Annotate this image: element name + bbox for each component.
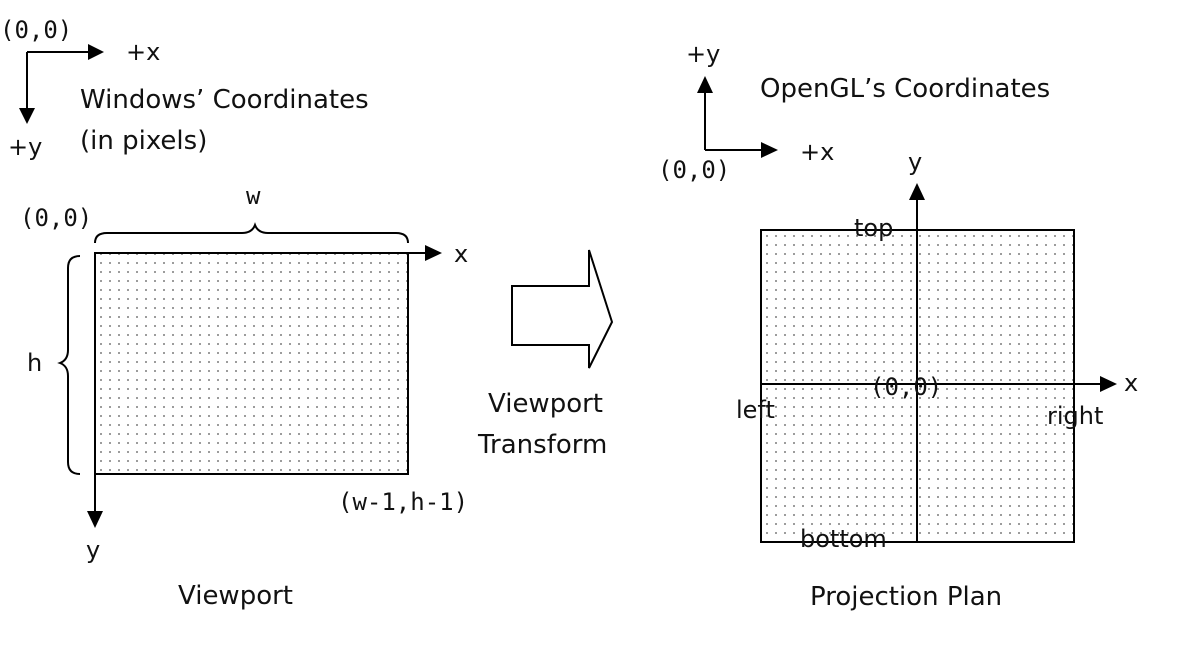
windows-y-arrowhead-icon: [19, 108, 35, 124]
windows-title-line2: (in pixels): [80, 126, 207, 156]
opengl-x-label: +x: [800, 138, 834, 166]
windows-coordinates-legend: (0,0) +x +y Windows’ Coordinates (in pix…: [0, 16, 369, 161]
projection-x-axis-label: x: [1124, 369, 1138, 397]
projection-y-axis-label: y: [908, 148, 922, 176]
viewport-x-arrowhead-icon: [425, 245, 442, 261]
viewport-height-label: h: [27, 349, 42, 377]
viewport-height-brace: [57, 255, 81, 475]
windows-x-label: +x: [126, 38, 160, 66]
windows-origin-label: (0,0): [0, 16, 72, 44]
viewport-x-axis-label: x: [454, 240, 468, 268]
viewport-caption: Viewport: [178, 581, 293, 611]
projection-y-arrowhead-icon: [909, 183, 925, 200]
viewport-width-brace: [94, 222, 409, 244]
viewport-corner-label: (w-1,h-1): [338, 488, 468, 516]
opengl-x-arrowhead-icon: [761, 142, 778, 158]
projection-right-label: right: [1047, 402, 1103, 430]
projection-caption: Projection Plan: [810, 582, 1002, 612]
windows-x-arrowhead-icon: [88, 44, 104, 60]
viewport-width-label: w: [246, 182, 261, 210]
projection-x-arrowhead-icon: [1100, 376, 1117, 392]
viewport-y-arrowhead-icon: [87, 511, 103, 528]
viewport-transform: Viewport Transform: [477, 249, 614, 460]
windows-title-line1: Windows’ Coordinates: [80, 85, 369, 115]
windows-y-label: +y: [8, 133, 42, 161]
transform-arrow-icon: [511, 249, 614, 369]
opengl-title: OpenGL’s Coordinates: [760, 74, 1050, 104]
viewport-y-axis-label: y: [86, 536, 100, 564]
transform-label-line2: Transform: [477, 430, 607, 460]
viewport-rect: [94, 252, 409, 475]
projection-left-label: left: [736, 396, 775, 424]
projection-top-label: top: [854, 214, 893, 242]
projection-figure: y x top bottom left right (0,0) Projecti…: [736, 148, 1138, 612]
viewport-figure: (0,0) w x y h (w-1,h-1) Viewport: [20, 182, 468, 611]
viewport-origin-label: (0,0): [20, 204, 92, 232]
opengl-origin-label: (0,0): [658, 156, 730, 184]
opengl-y-arrowhead-icon: [697, 76, 713, 93]
projection-origin-label: (0,0): [870, 373, 942, 401]
transform-label-line1: Viewport: [488, 389, 603, 419]
projection-bottom-label: bottom: [800, 525, 887, 553]
opengl-coordinates-legend: +y +x (0,0) OpenGL’s Coordinates: [658, 40, 1050, 184]
opengl-y-label: +y: [686, 40, 720, 68]
